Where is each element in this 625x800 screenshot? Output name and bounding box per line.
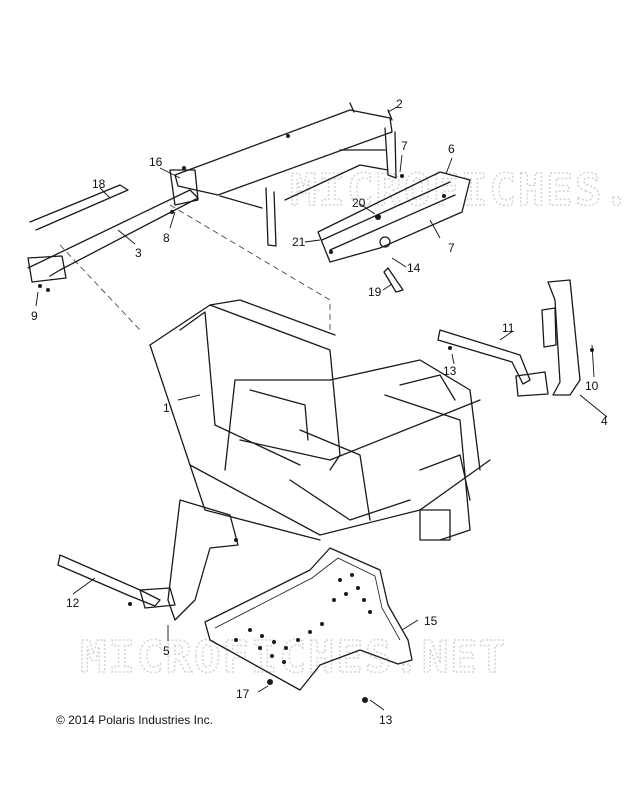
watermark-bottom: MICROFICHES.NET bbox=[80, 632, 507, 683]
alignment-line-left bbox=[59, 244, 141, 331]
part-1-main-frame bbox=[149, 299, 491, 541]
part-6-rear-panel bbox=[317, 171, 471, 263]
callout-6: 6 bbox=[448, 142, 455, 156]
callout-21: 21 bbox=[292, 235, 306, 249]
callout-13-lower: 13 bbox=[379, 713, 393, 727]
callout-18: 18 bbox=[92, 177, 106, 191]
callout-labels: 1 2 3 4 5 6 7 7 8 9 10 11 12 13 13 14 15… bbox=[31, 97, 608, 727]
part-4-front-bumper bbox=[437, 279, 594, 397]
callout-5: 5 bbox=[163, 644, 170, 658]
part-3-rail bbox=[27, 169, 199, 292]
callout-14: 14 bbox=[407, 261, 421, 275]
skid-plate-holes bbox=[234, 573, 372, 664]
leader-lines bbox=[35, 106, 608, 711]
callout-9: 9 bbox=[31, 309, 38, 323]
copyright-notice: © 2014 Polaris Industries Inc. bbox=[56, 713, 213, 727]
callout-3: 3 bbox=[135, 246, 142, 260]
callout-11: 11 bbox=[502, 321, 515, 335]
callout-7-upper: 7 bbox=[401, 139, 408, 153]
part-19-bracket bbox=[383, 267, 404, 293]
callout-15: 15 bbox=[424, 614, 438, 628]
watermark-top: MICROFICHES.NET bbox=[290, 165, 625, 216]
callout-7-lower: 7 bbox=[448, 241, 455, 255]
callout-4: 4 bbox=[601, 414, 608, 428]
callout-8: 8 bbox=[163, 231, 170, 245]
callout-10: 10 bbox=[585, 379, 599, 393]
part-2-cage-bar bbox=[174, 102, 397, 247]
callout-2: 2 bbox=[396, 97, 403, 111]
callout-17: 17 bbox=[236, 687, 250, 701]
fasteners bbox=[182, 134, 452, 350]
part-5-side-rail bbox=[57, 499, 239, 621]
callout-16: 16 bbox=[149, 155, 163, 169]
callout-20: 20 bbox=[352, 196, 366, 210]
callout-13-upper: 13 bbox=[443, 364, 457, 378]
callout-19: 19 bbox=[368, 285, 382, 299]
callout-12: 12 bbox=[66, 596, 80, 610]
alignment-line-rear bbox=[169, 204, 331, 330]
part-15-skid-plate bbox=[204, 547, 413, 703]
callout-1: 1 bbox=[163, 401, 170, 415]
